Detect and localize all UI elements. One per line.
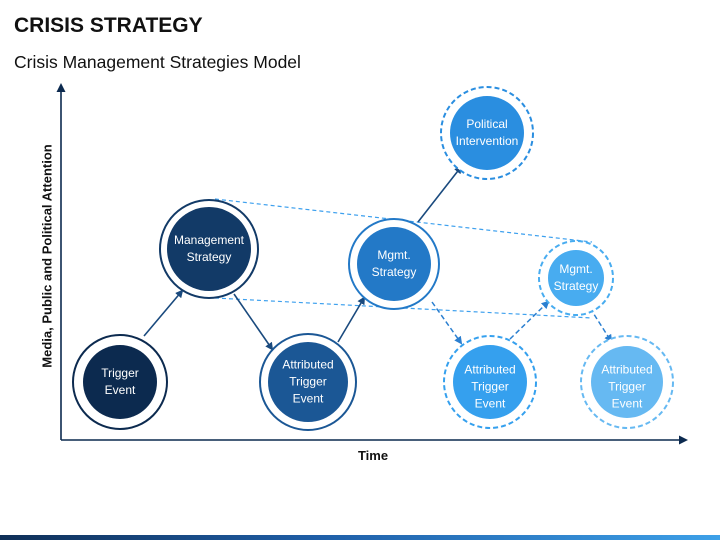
arrow-mgmt-1-to-attributed-2 — [431, 301, 463, 345]
node-fill-attributed-trigger-event-3 — [591, 346, 663, 418]
node-fill-trigger-event — [83, 345, 157, 419]
node-fill-mgmt-strategy-2 — [548, 250, 604, 306]
node-attributed-trigger-event-3 — [580, 335, 674, 429]
y-axis-label: Media, Public and Political Attention — [39, 144, 55, 368]
node-fill-attributed-trigger-event-1 — [268, 342, 348, 422]
footer-accent-bar — [0, 535, 720, 540]
node-fill-attributed-trigger-event-2 — [453, 345, 527, 419]
node-mgmt-strategy-2 — [538, 240, 614, 316]
node-management-strategy — [159, 199, 259, 299]
arrow-management-to-attributed-1 — [233, 293, 274, 351]
page-subtitle: Crisis Management Strategies Model — [14, 52, 301, 72]
node-mgmt-strategy-1 — [348, 218, 440, 310]
node-trigger-event — [72, 334, 168, 430]
node-fill-political-intervention — [450, 96, 524, 170]
arrow-attributed-1-to-mgmt-1 — [337, 296, 366, 343]
arrow-mgmt-2-to-attributed-3 — [589, 307, 613, 343]
node-fill-management-strategy — [167, 207, 251, 291]
arrow-trigger-to-management — [143, 289, 184, 337]
node-attributed-trigger-event-2 — [443, 335, 537, 429]
x-axis-label: Time — [357, 448, 389, 463]
node-political-intervention — [440, 86, 534, 180]
node-attributed-trigger-event-1 — [259, 333, 357, 431]
arrow-mgmt-1-to-political — [417, 165, 463, 223]
page-title: CRISIS STRATEGY — [14, 14, 203, 37]
arrow-attributed-2-to-mgmt-2 — [509, 300, 550, 340]
node-fill-mgmt-strategy-1 — [357, 227, 431, 301]
